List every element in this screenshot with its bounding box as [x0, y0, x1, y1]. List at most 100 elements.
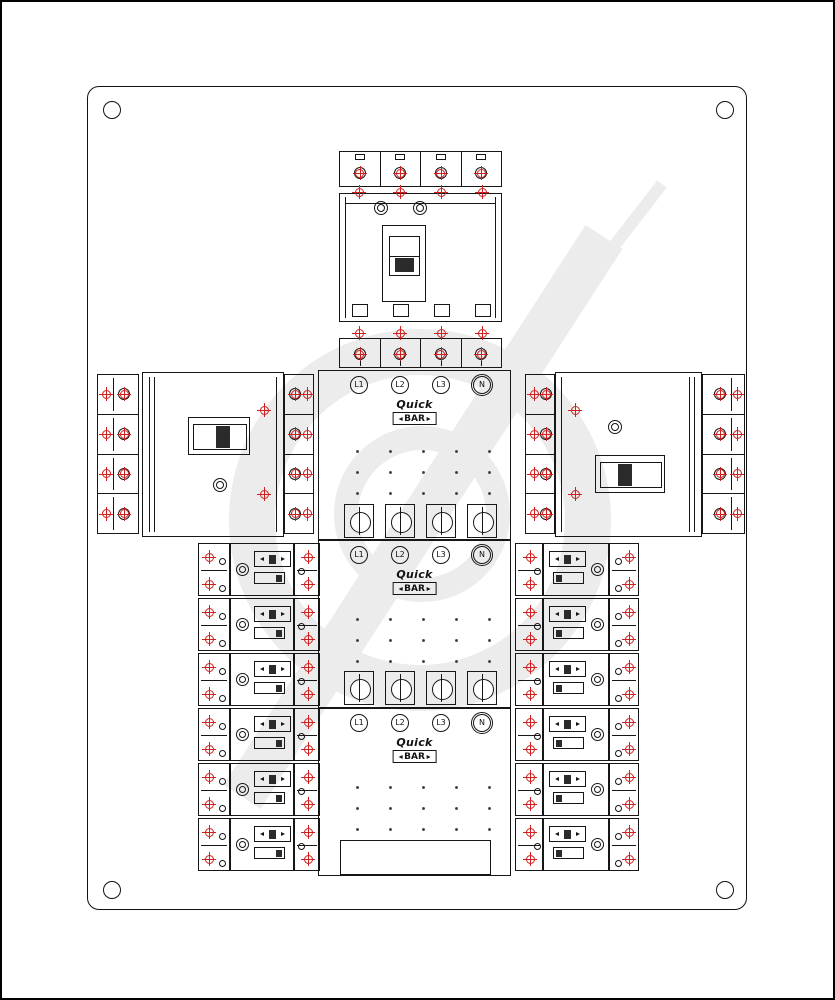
mcb-row	[515, 817, 639, 872]
main-breaker-toggle	[382, 225, 426, 302]
drill-mark-icon	[202, 577, 216, 591]
terminal-slot	[354, 154, 365, 160]
drill-mark-icon	[300, 506, 314, 521]
drill-mark-icon	[539, 466, 553, 481]
drill-mark-icon	[622, 550, 636, 564]
screw-icon	[614, 584, 622, 592]
arrow-left-icon	[396, 754, 403, 759]
busbar-terminal	[385, 671, 415, 705]
terminal-cell	[285, 375, 314, 415]
drill-mark-icon	[202, 852, 216, 866]
busbar-section-3: L1 L2 L3 N Quick BAR	[318, 708, 511, 876]
screw-icon	[297, 732, 305, 740]
drill-mark-icon	[568, 487, 582, 501]
main-breaker-bottom-terminals	[339, 338, 502, 368]
drill-mark-icon	[352, 326, 366, 340]
drill-mark-icon	[202, 632, 216, 646]
busbar-terminal	[426, 671, 456, 705]
drill-mark-icon	[202, 687, 216, 701]
drill-mark-icon	[730, 466, 744, 481]
mcb-dial	[236, 563, 249, 576]
arrow-right-icon	[576, 556, 582, 561]
detail-line	[518, 570, 540, 571]
detail-line	[440, 361, 442, 366]
arrow-left-icon	[258, 831, 264, 836]
mcb-window	[553, 737, 584, 749]
mcb-row	[198, 817, 320, 872]
phase-text: L2	[395, 718, 405, 727]
drill-mark-icon	[117, 427, 131, 442]
terminal-cell	[526, 415, 554, 455]
phase-label-l1: L1	[350, 546, 368, 564]
breaker-button	[413, 201, 427, 215]
mcb-toggle	[549, 771, 586, 787]
arrow-right-icon	[576, 776, 582, 781]
terminal-cell	[285, 455, 314, 495]
screw-icon	[218, 612, 226, 620]
detail-line	[561, 377, 562, 532]
toggle-handle	[395, 258, 414, 272]
terminal-cell	[703, 494, 744, 533]
mcb-dial	[236, 838, 249, 851]
detail-line	[389, 256, 420, 257]
drill-mark-icon	[523, 632, 537, 646]
toggle-handle	[269, 775, 276, 784]
mcb-terminal-right	[294, 708, 320, 761]
detail-line	[612, 625, 636, 626]
arrow-right-icon	[576, 831, 582, 836]
drill-mark-icon	[622, 825, 636, 839]
main-breaker-body	[339, 193, 502, 322]
mcb-toggle	[254, 771, 291, 787]
terminal-cell	[703, 415, 744, 455]
detail-line	[149, 377, 150, 532]
drill-mark-icon	[202, 825, 216, 839]
arrow-left-icon	[258, 721, 264, 726]
toggle-handle	[564, 720, 571, 729]
mcb-toggle	[254, 551, 291, 567]
model-text: BAR	[404, 751, 425, 762]
screw-icon	[533, 622, 541, 630]
mcb-dial	[591, 618, 604, 631]
mcb-body	[543, 708, 609, 761]
detail-line	[297, 735, 317, 736]
mcb-terminal-right	[609, 598, 639, 651]
drill-mark-icon	[622, 660, 636, 674]
mcb-body	[230, 763, 294, 816]
arrow-left-icon	[553, 721, 559, 726]
screw-icon	[533, 787, 541, 795]
phase-label-l1: L1	[350, 376, 368, 394]
drill-mark-icon	[622, 577, 636, 591]
left-breaker-load-terminals	[284, 374, 314, 534]
detail-line	[297, 790, 317, 791]
screw-icon	[218, 859, 226, 867]
drill-mark-icon	[202, 660, 216, 674]
mcb-row	[515, 597, 639, 652]
drill-mark-icon	[539, 427, 553, 442]
mcb-window	[553, 682, 584, 694]
mcb-terminal-left	[198, 543, 230, 596]
drill-mark-icon	[622, 605, 636, 619]
toggle-handle	[564, 830, 571, 839]
arrow-right-icon	[576, 721, 582, 726]
phase-label-l2: L2	[391, 376, 409, 394]
detail-line	[612, 845, 636, 846]
drill-mark-icon	[523, 687, 537, 701]
mcb-body	[230, 598, 294, 651]
detail-line	[612, 680, 636, 681]
brand-label: Quick	[396, 568, 433, 581]
mcb-column-right	[515, 542, 639, 872]
mcb-terminal-right	[609, 543, 639, 596]
phase-text: L3	[436, 380, 446, 389]
terminal-screw	[117, 506, 131, 521]
drill-mark-icon	[301, 632, 315, 646]
drill-mark-icon	[527, 466, 541, 481]
drill-mark-icon	[288, 427, 302, 442]
drill-mark-icon	[434, 185, 448, 199]
mounting-dot-grid	[335, 773, 494, 833]
drill-mark-icon	[523, 770, 537, 784]
mcb-window	[553, 847, 584, 859]
screw-icon	[614, 557, 622, 565]
terminal-screw	[539, 387, 553, 402]
mcb-terminal-left	[515, 543, 543, 596]
indicator	[556, 795, 562, 802]
